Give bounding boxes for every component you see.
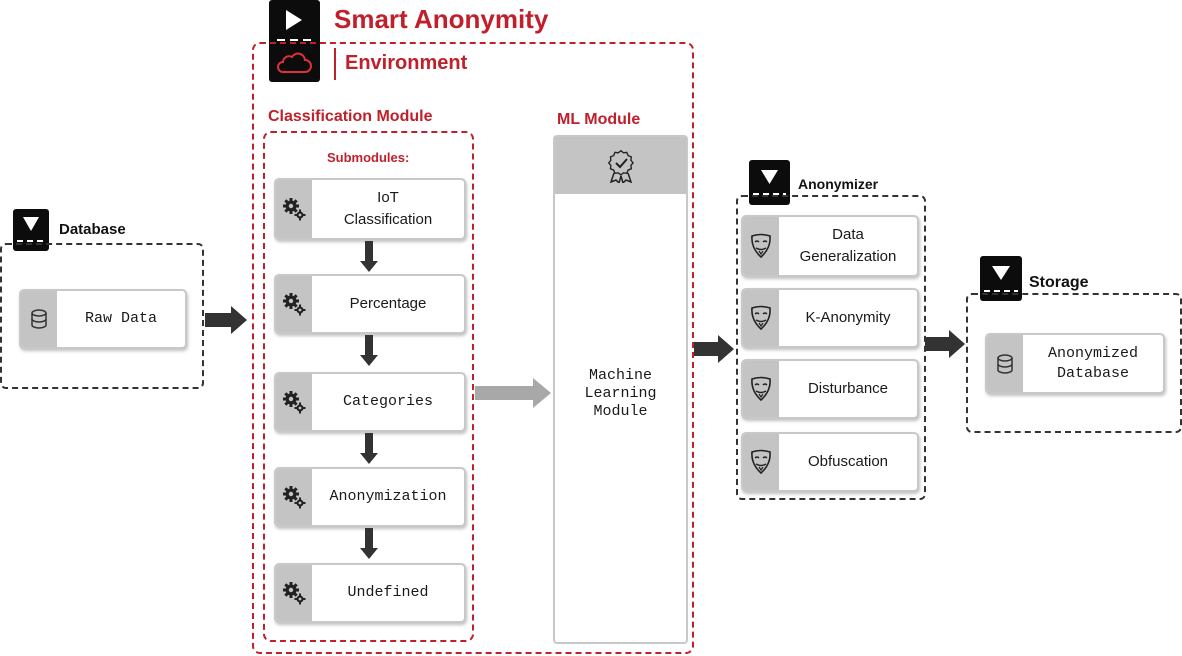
arrow-down <box>360 433 378 464</box>
submodules-label: Submodules: <box>327 150 410 165</box>
anonymizer-label: Anonymizer <box>798 176 879 192</box>
page-title: Smart Anonymity <box>334 4 549 34</box>
submodule-label: Undefined <box>347 584 429 601</box>
submodule-card-percentage[interactable]: Percentage <box>274 274 466 334</box>
award-badge-icon <box>607 149 634 183</box>
submodule-card-iot-classification[interactable]: IoT Classification <box>274 178 466 240</box>
gear-icon <box>283 582 306 605</box>
ml-module-box[interactable]: Machine Learning Module <box>553 135 688 644</box>
anonymized-database-card[interactable]: Anonymized Database <box>985 333 1165 394</box>
submodule-card-undefined[interactable]: Undefined <box>274 563 466 623</box>
raw-data-card[interactable]: Raw Data <box>19 289 187 349</box>
classification-container <box>263 131 474 642</box>
submodule-label: Percentage <box>349 295 427 312</box>
environment-divider <box>334 48 336 80</box>
submodule-label: Anonymization <box>329 488 447 505</box>
anonymous-mask-icon <box>751 305 771 331</box>
gear-icon <box>283 293 306 316</box>
environment-container <box>252 42 694 654</box>
technique-card-k-anonymity[interactable]: K-Anonymity <box>741 288 919 348</box>
anonymous-mask-icon <box>751 233 771 259</box>
technique-label: Disturbance <box>807 380 889 397</box>
arrow-ml-to-anonymizer <box>694 335 734 363</box>
technique-card-obfuscation[interactable]: Obfuscation <box>741 432 919 492</box>
arrow-classification-to-ml <box>475 378 551 408</box>
gear-icon <box>283 198 306 221</box>
technique-label: Obfuscation <box>807 453 889 470</box>
anonymous-mask-icon <box>751 449 771 475</box>
storage-container <box>966 293 1182 433</box>
database-container <box>0 243 204 389</box>
technique-label: K-Anonymity <box>805 309 891 326</box>
environment-label: Environment <box>345 52 468 74</box>
arrow-database-to-classification <box>205 306 247 334</box>
classification-label: Classification Module <box>268 108 433 125</box>
gear-icon <box>283 486 306 509</box>
ml-label: ML Module <box>557 111 641 128</box>
database-icon <box>31 309 47 329</box>
ml-header <box>555 137 686 194</box>
submodule-card-categories[interactable]: Categories <box>274 372 466 432</box>
database-icon <box>997 353 1013 374</box>
submodule-label: IoT Classification <box>343 189 433 228</box>
arrow-down <box>360 528 378 559</box>
submodule-label: Categories <box>342 393 433 410</box>
technique-card-disturbance[interactable]: Disturbance <box>741 359 919 419</box>
technique-card-data-generalization[interactable]: Data Generalization <box>741 215 919 277</box>
raw-data-label: Raw Data <box>84 310 157 327</box>
anonymous-mask-icon <box>751 376 771 402</box>
play-badge-icon <box>269 0 320 82</box>
ml-body-text: Machine Learning Module <box>584 367 657 420</box>
arrow-down <box>360 241 378 272</box>
arrow-down <box>360 335 378 366</box>
gear-icon <box>283 391 306 414</box>
arrow-anonymizer-to-storage <box>925 330 965 358</box>
database-label: Database <box>59 221 126 238</box>
anonymized-database-label: Anonymized Database <box>1047 344 1138 382</box>
technique-label: Data Generalization <box>799 226 897 265</box>
submodule-card-anonymization[interactable]: Anonymization <box>274 467 466 527</box>
anonymizer-badge-icon <box>749 160 790 205</box>
storage-label: Storage <box>1029 274 1089 291</box>
